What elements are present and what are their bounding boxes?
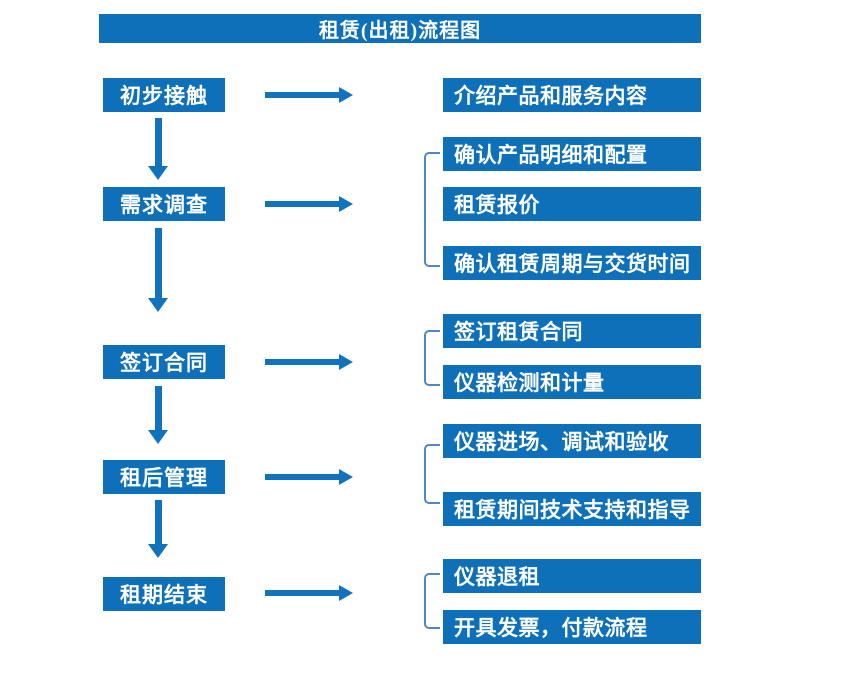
arrow-head	[148, 544, 168, 558]
title-bar: 租赁(出租)流程图	[99, 14, 701, 43]
arrow-head	[339, 469, 353, 485]
step-box-4: 租后管理	[103, 460, 225, 494]
output-label: 仪器检测和计量	[454, 371, 605, 395]
output-label: 确认租赁周期与交货时间	[454, 252, 691, 276]
arrow-head	[339, 354, 353, 370]
group-bracket	[424, 573, 440, 629]
arrow-head	[148, 166, 168, 180]
arrow-stem	[265, 92, 340, 98]
arrow-stem	[155, 228, 162, 299]
arrow-stem	[155, 500, 162, 545]
arrow-stem	[155, 386, 162, 431]
step-label: 需求调查	[120, 193, 208, 217]
output-box: 确认产品明细和配置	[443, 137, 701, 171]
step-label: 签订合同	[120, 351, 208, 375]
right-arrow-icon	[265, 585, 353, 601]
step-label: 初步接触	[120, 84, 208, 108]
output-label: 确认产品明细和配置	[454, 143, 648, 167]
arrow-head	[148, 298, 168, 312]
right-arrow-icon	[265, 354, 353, 370]
output-label: 开具发票，付款流程	[454, 616, 648, 640]
output-box: 开具发票，付款流程	[443, 610, 701, 644]
step-label: 租后管理	[120, 466, 208, 490]
group-bracket	[424, 444, 440, 504]
output-box: 确认租赁周期与交货时间	[443, 246, 701, 280]
down-arrow-icon	[148, 118, 169, 180]
down-arrow-icon	[148, 228, 169, 312]
output-label: 介绍产品和服务内容	[454, 84, 648, 108]
output-label: 签订租赁合同	[454, 320, 583, 344]
arrow-head	[339, 585, 353, 601]
page-title: 租赁(出租)流程图	[318, 20, 482, 42]
output-box: 签订租赁合同	[443, 314, 701, 348]
arrow-head	[339, 196, 353, 212]
step-label: 租期结束	[120, 583, 208, 607]
down-arrow-icon	[148, 500, 169, 558]
right-arrow-icon	[265, 196, 353, 212]
arrow-head	[339, 87, 353, 103]
output-label: 仪器退租	[454, 565, 540, 589]
arrow-stem	[265, 590, 340, 596]
output-label: 租赁期间技术支持和指导	[454, 498, 691, 522]
output-label: 仪器进场、调试和验收	[454, 430, 669, 454]
output-box: 租赁期间技术支持和指导	[443, 492, 701, 526]
step-box-2: 需求调查	[103, 187, 225, 221]
output-box: 仪器检测和计量	[443, 365, 701, 399]
arrow-stem	[265, 201, 340, 207]
output-box: 介绍产品和服务内容	[443, 78, 701, 112]
arrow-stem	[265, 474, 340, 480]
right-arrow-icon	[265, 87, 353, 103]
arrow-stem	[265, 359, 340, 365]
step-box-5: 租期结束	[103, 577, 225, 611]
step-box-3: 签订合同	[103, 345, 225, 379]
arrow-stem	[155, 118, 162, 167]
step-box-1: 初步接触	[103, 78, 225, 112]
group-bracket	[424, 330, 440, 386]
down-arrow-icon	[148, 386, 169, 444]
group-bracket	[424, 152, 440, 267]
arrow-head	[148, 430, 168, 444]
right-arrow-icon	[265, 469, 353, 485]
output-box: 仪器进场、调试和验收	[443, 424, 701, 458]
output-label: 租赁报价	[454, 193, 540, 217]
output-box: 仪器退租	[443, 559, 701, 593]
output-box: 租赁报价	[443, 187, 701, 221]
